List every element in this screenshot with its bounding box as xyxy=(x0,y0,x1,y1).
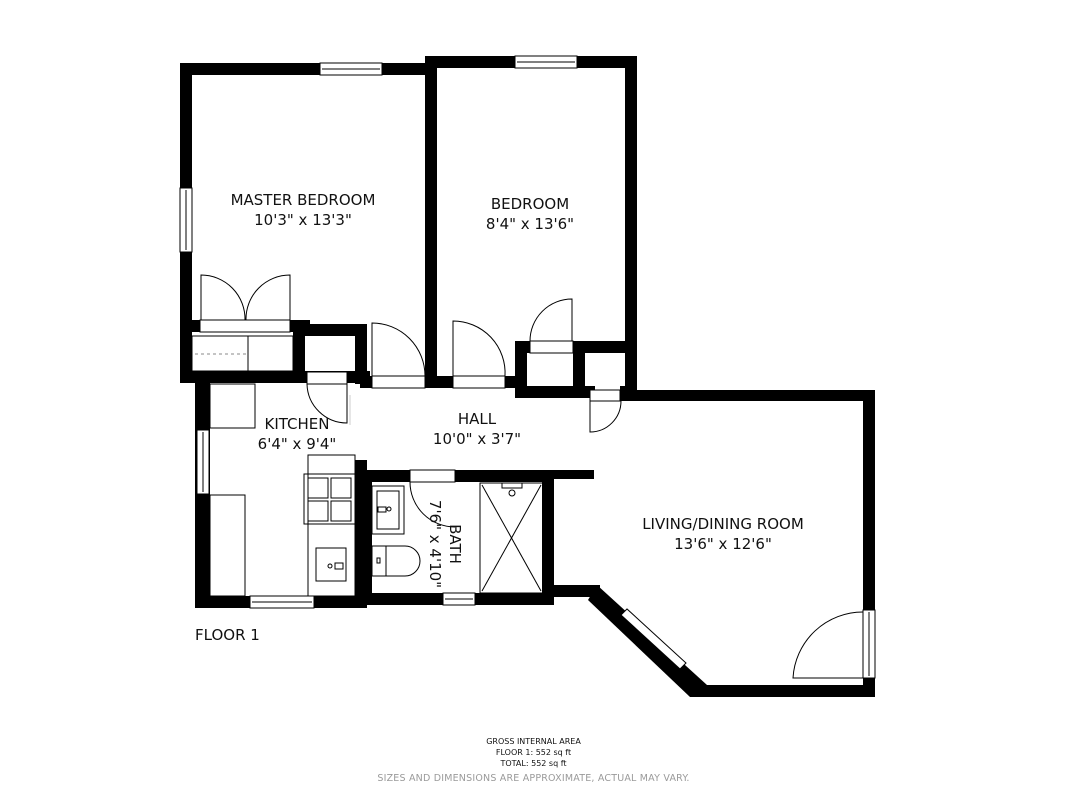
disclaimer: SIZES AND DIMENSIONS ARE APPROXIMATE, AC… xyxy=(377,773,690,784)
room-name: KITCHEN xyxy=(264,415,330,433)
room-dimensions: 10'3" x 13'3" xyxy=(254,211,352,229)
room-name: LIVING/DINING ROOM xyxy=(642,515,804,533)
room-name: HALL xyxy=(457,410,497,428)
floor-label: FLOOR 1 xyxy=(195,626,260,644)
room-dimensions: 10'0" x 3'7" xyxy=(432,430,522,448)
door-swing-icon xyxy=(191,274,864,679)
total-area: TOTAL: 552 sq ft xyxy=(500,759,567,768)
room-dimensions: 7'6" x 4'10" xyxy=(426,499,444,589)
room-label-master-bedroom: MASTER BEDROOM 10'3" x 13'3" xyxy=(203,190,403,230)
shower-icon xyxy=(479,482,544,594)
room-name: BATH xyxy=(446,524,464,564)
stove-icon xyxy=(303,473,356,525)
room-dimensions: 13'6" x 12'6" xyxy=(674,535,772,553)
room-dimensions: 6'4" x 9'4" xyxy=(257,435,337,453)
room-label-bath: BATH 7'6" x 4'10" xyxy=(425,484,465,604)
room-label-hall: HALL 10'0" x 3'7" xyxy=(407,409,547,449)
floor-area: FLOOR 1: 552 sq ft xyxy=(495,748,572,757)
room-label-kitchen: KITCHEN 6'4" x 9'4" xyxy=(232,414,362,454)
room-label-bedroom: BEDROOM 8'4" x 13'6" xyxy=(445,194,615,234)
room-name: MASTER BEDROOM xyxy=(230,191,376,209)
room-name: BEDROOM xyxy=(490,195,570,213)
room-dimensions: 8'4" x 13'6" xyxy=(485,215,575,233)
windows xyxy=(179,55,876,679)
gross-area-title: GROSS INTERNAL AREA xyxy=(486,737,581,746)
sink-icon xyxy=(315,485,405,582)
room-label-living-dining: LIVING/DINING ROOM 13'6" x 12'6" xyxy=(613,514,833,554)
toilet-icon xyxy=(371,545,421,577)
